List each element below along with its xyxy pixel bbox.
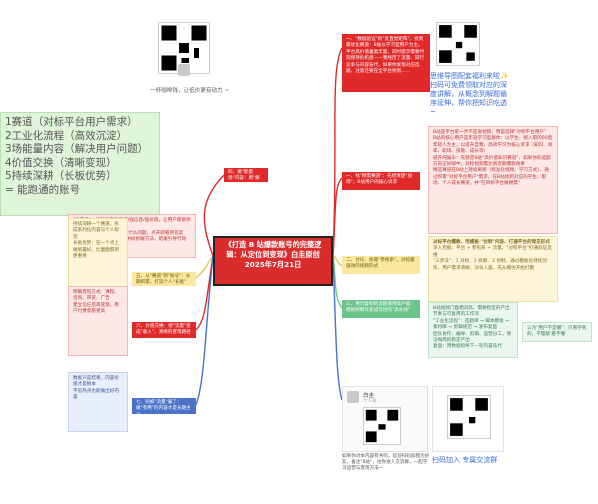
note-item: B站是平台第一步不是发视频，而是选择"对标平台用户": [433, 130, 547, 135]
note-item: 深入挖掘：平台 + 参照系 + 流量，"对标平台"打通验证思维: [433, 246, 552, 258]
note-item: 团队协作：编导、剪辑、运营分工，保证每周的稳定产出: [433, 331, 512, 344]
section3-side-note: 认为"用户不是懒"：只看学到的，不理解'看不懂': [522, 322, 592, 342]
note-item: 明确变现方式：课程、咨询、带货、广告: [73, 290, 119, 302]
section3-notes: B站视频门槛相对高，需要稳定的产出节奏与可复用的工作流 "工业化流程"：选题库 …: [428, 302, 518, 358]
group-caption: 扫码加入 专属交流群: [432, 456, 498, 464]
note-item: 结构：开头3秒给出结论，中段拆解方法，结尾引导行动: [73, 237, 187, 243]
section1-notes: B站是平台第一步不是发视频，而是选择"对标平台用户" B站的核心用户是年轻学习型…: [428, 126, 558, 234]
qr-code-icon: [159, 23, 209, 73]
section5-notes: 持续深耕一个赛道，形成系列化内容与个人标签 长板优势：在一个点上做到最好，比面面…: [68, 218, 128, 298]
summary-line: 2工业化流程（高效沉淀）: [5, 129, 128, 142]
section1-header: 一、找"刚需赛道"：先想清楚"战场"，B站用户的核心诉求: [342, 172, 420, 190]
section6-notes: 明确变现方式：课程、咨询、带货、广告 建立信任后再变现，用户付费意愿更高: [68, 286, 128, 356]
bottom-footnote: 如果你对本内容有共鸣，欢迎扫码加我为好友，备注"B站"，拉你进入交流群，一起学习…: [342, 454, 430, 472]
left-qr-code: [158, 22, 210, 74]
avatar: [178, 64, 190, 76]
group-card: [432, 386, 504, 452]
summary-line: 3场能量内容（解决用户问题）: [5, 143, 149, 155]
central-topic: 《打造 B 站爆款账号的完整逻辑：从定位到变现》白圭原创 2025年7月21日: [213, 236, 333, 286]
summary-line: 4价值交换（清晰变现）: [5, 156, 117, 169]
note-item: 不追热点也能做出好内容: [73, 388, 119, 401]
top-right-branch: 一、"数据验证"的"反直觉矩阵"，找到最优化赛道：B站以学习型用户为主，平台高价…: [342, 34, 430, 92]
note-item: 复盘：用数据指导下一轮内容迭代: [433, 344, 502, 350]
section5-header: 五、从"赛道"到"账号"：长期积累，打造个人"长板": [132, 272, 196, 286]
qr-code-icon: [448, 396, 490, 438]
note-item: 数据只是结果，内容价值才是根本: [73, 376, 119, 388]
section2-notes: 对标平台爆款、用模板-"仿制"内容、打通平台的常见形式 深入挖掘：平台 + 参照…: [428, 236, 558, 302]
note-item: 长板优势：在一个点上做到最好，比面面俱到更重要: [73, 241, 119, 260]
qr-code-icon: [437, 23, 479, 65]
note-item: 建立信任后再变现，用户付费意愿更高: [73, 302, 119, 315]
section2-header: 二、讨论、依靠"参照系"，对标最强效的视频形式: [342, 256, 420, 274]
section3-header: 三、用可复制的流程保持高产能：把视频制作变成可控的"流水线": [342, 300, 420, 318]
top-right-caption: 思维导图配套福利来啦✨ 扫码可免费领取对应的深度讲解，从概念到解题循序延伸，帮你…: [430, 72, 509, 116]
profile-card: 白圭 个人号: [342, 386, 428, 452]
top-right-qr-code: [436, 22, 480, 66]
summary-line: = 能跑通的账号: [5, 183, 81, 196]
note-item: 标题与封面：说清楚能解决什么问题，点开即看到答案: [73, 230, 184, 236]
note-item: 避开纯娱乐：先锁定B站"高价值知识赛道"，如果你的选题方向正好踩中，对标视频需达…: [433, 155, 551, 168]
section6-header: 六、价值交换：把"流量"变成"收入"，清晰的变现路径: [132, 322, 196, 338]
summary-line: 5持续深耕（长板优势）: [5, 170, 117, 182]
note-item: B站的核心用户是年轻学习型群体：以学生、刚入职的00后年轻人为主，以提升自我、高…: [433, 136, 553, 155]
section7-notes: 数据只是结果，内容价值才是根本 不追热点也能做出好内容: [68, 372, 128, 432]
profile-qr-code: [363, 407, 401, 445]
note-item: "三步法"：1 对标、2 拆解、3 仿制，通过模板化持续创作，用户需求清晰、对号…: [433, 259, 547, 271]
coffee-caption: 一杯咖啡钱，让低价更有动力 ~: [150, 88, 230, 94]
group-qr-code: [447, 395, 491, 439]
profile-name: 白圭: [363, 393, 375, 399]
central-topic-title: 《打造 B 站爆款账号的完整逻辑：从定位到变现》白圭原创 2025年7月21日: [224, 240, 322, 269]
top-right-branch-text: 一、"数据验证"的"反直觉矩阵"，找到最优化赛道：B站以学习型用户为主，平台高价…: [346, 37, 425, 75]
note-item: 对标平台爆款、用模板-"仿制"内容、打通平台的常见形式: [433, 240, 550, 245]
section7-header: 七、别被"流量"骗了：做"有用"的内容才是长期主义: [132, 398, 196, 418]
note-item: 持续深耕一个赛道，形成系列化内容与个人标签: [73, 222, 119, 240]
qr-code-icon: [364, 408, 400, 444]
note-item: 精选赛道在B站上持续刷新（标准化视频、学习方式）、通过积累"对标平台用户"需求，…: [433, 168, 549, 187]
note-item: "工业化流程"：选题库 → 脚本模板 → 素材库 → 剪辑规范 → 发布复盘: [433, 318, 510, 331]
summary-line: 1赛道（对标平台用户需求）: [5, 116, 138, 128]
left-branch-top: 四、做"能量场"内容：用"解决问题"做出"可信任"的内容: [224, 168, 268, 194]
profile-handle: 个人号: [363, 399, 377, 404]
note-item: B站视频门槛相对高，需要稳定的产出节奏与可复用的工作流: [433, 306, 510, 318]
avatar: [347, 391, 359, 403]
summary-list: 1赛道（对标平台用户需求） 2工业化流程（高效沉淀） 3场能量内容（解决用户问题…: [0, 112, 160, 216]
